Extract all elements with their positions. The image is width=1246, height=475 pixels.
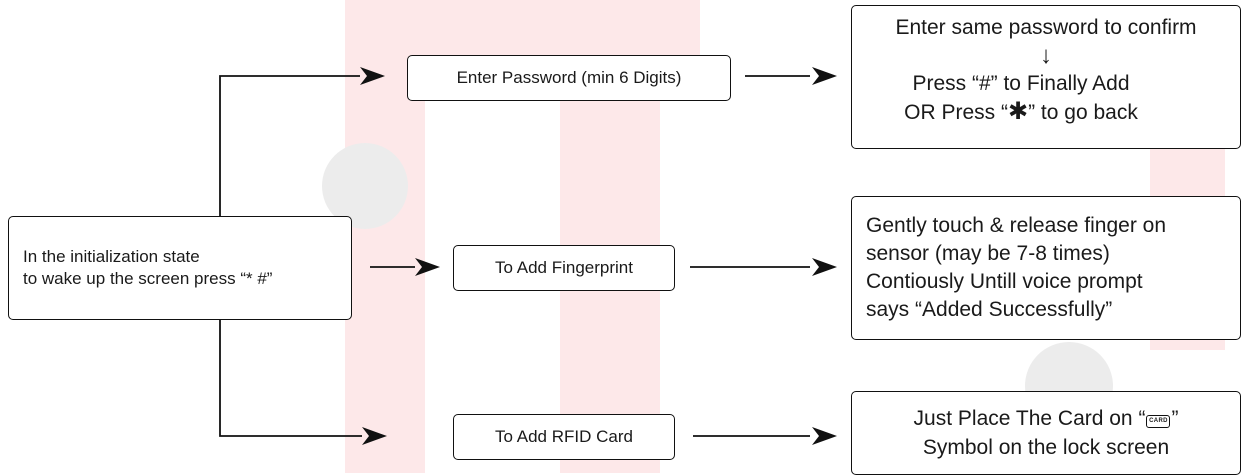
password-result-line-3: OR Press “✱” to go back [904, 98, 1138, 125]
fingerprint-result-line-3: Contiously Untill voice prompt [866, 270, 1143, 293]
watermark-shape [400, 0, 700, 60]
fingerprint-result-box: Gently touch & release finger on sensor … [851, 196, 1241, 340]
fingerprint-step-label: To Add Fingerprint [495, 258, 633, 277]
password-step-box: Enter Password (min 6 Digits) [407, 55, 731, 101]
fingerprint-step-box: To Add Fingerprint [453, 245, 675, 291]
arrowhead [415, 258, 440, 276]
star-icon: ✱ [1008, 98, 1029, 125]
rfid-result-box: Just Place The Card on “CARD” Symbol on … [851, 391, 1241, 475]
watermark-circle [322, 143, 408, 229]
fingerprint-result-line-1: Gently touch & release finger on [866, 214, 1167, 237]
password-result-line-2: Press “#” to Finally Add [912, 72, 1130, 95]
arrowhead [362, 427, 387, 445]
password-result-box: Enter same password to confirm ↓ Press “… [851, 5, 1241, 149]
start-line-2: to wake up the screen press “* #” [23, 269, 273, 288]
down-arrow-icon: ↓ [1040, 42, 1052, 69]
arrowhead [812, 427, 837, 445]
rfid-step-box: To Add RFID Card [453, 414, 675, 460]
rfid-step-label: To Add RFID Card [495, 427, 633, 446]
connector-up [219, 75, 360, 216]
start-box: In the initialization state to wake up t… [8, 216, 352, 320]
fingerprint-result-line-2: sensor (may be 7-8 times) [866, 242, 1110, 265]
arrowhead [812, 258, 837, 276]
start-line-1: In the initialization state [23, 247, 200, 266]
password-result-line-1: Enter same password to confirm [895, 16, 1197, 39]
fingerprint-result-line-4: says “Added Successfully” [866, 298, 1113, 321]
arrowhead [812, 67, 837, 85]
rfid-result-line-2: Symbol on the lock screen [922, 436, 1170, 459]
rfid-result-line-1: Just Place The Card on “CARD” [913, 407, 1179, 430]
password-step-label: Enter Password (min 6 Digits) [456, 68, 682, 87]
connector-down [219, 320, 362, 437]
arrowhead [360, 67, 385, 85]
card-icon: CARD [1146, 415, 1171, 428]
